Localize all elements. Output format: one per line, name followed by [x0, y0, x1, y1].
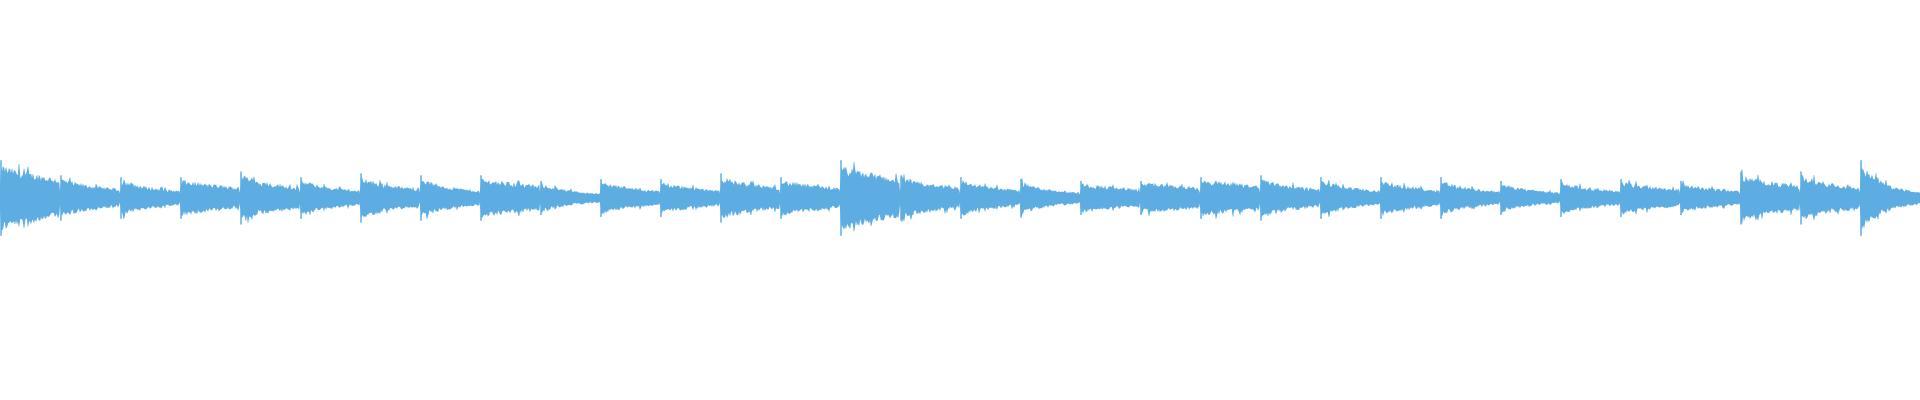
waveform-shape: [0, 161, 1920, 232]
waveform-path-group: [0, 160, 1920, 236]
